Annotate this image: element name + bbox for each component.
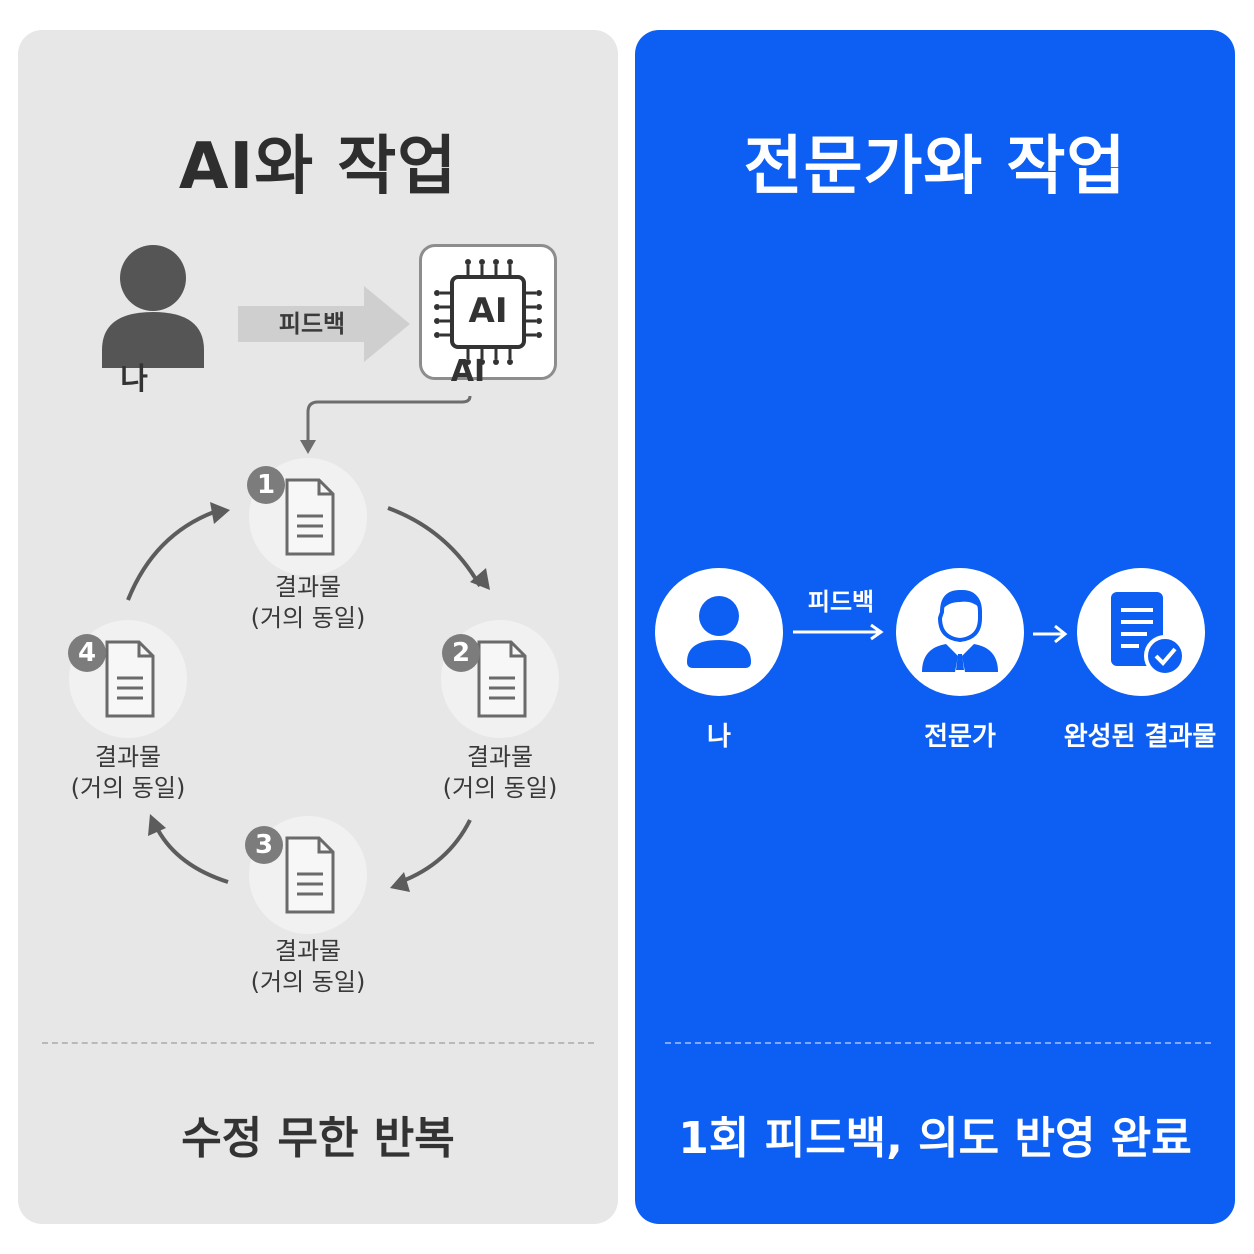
right-divider <box>665 1042 1211 1044</box>
ai-to-doc-arrowhead <box>300 440 316 454</box>
person-icon <box>687 596 751 668</box>
feedback-arrow <box>238 286 410 362</box>
me-label: 나 <box>120 362 148 397</box>
step-badge-3: 3 <box>245 826 283 864</box>
cycle-arrow-4-1 <box>126 510 215 601</box>
result-label-4-title: 결과물 <box>94 743 162 771</box>
chip-icon <box>434 259 542 365</box>
ai-chip-box: AI <box>419 244 557 380</box>
step-badge-4: 4 <box>68 634 106 672</box>
step-badge-1: 1 <box>247 466 285 504</box>
document-icon <box>477 640 527 718</box>
feedback-label-right: 피드백 <box>807 588 875 616</box>
ai-panel-footer: 수정 무한 반복 <box>181 1113 455 1164</box>
left-divider <box>42 1042 594 1044</box>
ai-to-doc-connector <box>306 395 472 442</box>
expert-panel-title: 전문가와 작업 <box>743 130 1127 204</box>
cycle-arrow-3-4 <box>156 829 229 884</box>
final-result-label: 완성된 결과물 <box>1063 722 1217 752</box>
result-label-1-title: 결과물 <box>274 573 342 601</box>
result-label-2-title: 결과물 <box>466 743 534 771</box>
result-label-2-note: (거의 동일) <box>442 774 558 802</box>
result-label-1-note: (거의 동일) <box>250 604 366 632</box>
document-icon <box>105 640 155 718</box>
me-person-icon <box>102 244 204 372</box>
expert-panel-footer: 1회 피드백, 의도 반영 완료 <box>678 1113 1192 1164</box>
me-node <box>655 568 783 696</box>
ai-panel-title: AI와 작업 <box>178 130 458 204</box>
result-label-4: 결과물 (거의 동일) <box>28 742 228 804</box>
step-badge-2: 2 <box>442 634 480 672</box>
document-icon <box>285 478 335 556</box>
expert-icon <box>922 589 998 672</box>
cycle-arrowhead-3-4 <box>148 814 166 836</box>
result-node-1 <box>249 458 367 576</box>
ai-flow-diagram <box>126 395 490 892</box>
cycle-arrow-2-3 <box>399 819 472 884</box>
result-label-2: 결과물 (거의 동일) <box>400 742 600 804</box>
expert-to-result-arrow <box>1033 624 1068 644</box>
expert-work-panel: 전문가와 작업 나 피드백 전문가 <box>635 30 1235 1224</box>
result-label-3-title: 결과물 <box>274 937 342 965</box>
document-check-icon <box>1111 592 1186 677</box>
final-result-node <box>1077 568 1205 696</box>
expert-node-label: 전문가 <box>924 722 996 752</box>
result-label-3: 결과물 (거의 동일) <box>208 936 408 998</box>
ai-label: AI <box>450 354 486 389</box>
result-label-4-note: (거의 동일) <box>70 774 186 802</box>
feedback-arrow-right <box>793 623 884 641</box>
cycle-arrow-1-2 <box>387 506 482 587</box>
feedback-label: 피드백 <box>278 310 346 338</box>
expert-node <box>896 568 1024 696</box>
ai-work-panel: AI와 작업 나 피드백 <box>18 30 618 1224</box>
cycle-arrowhead-4-1 <box>210 502 230 524</box>
ai-box-text: AI <box>468 291 508 331</box>
result-label-3-note: (거의 동일) <box>250 968 366 996</box>
me-node-label: 나 <box>707 722 731 752</box>
document-icon <box>285 836 335 914</box>
result-label-1: 결과물 (거의 동일) <box>208 572 408 634</box>
cycle-arrowhead-2-3 <box>390 872 410 892</box>
cycle-arrowhead-1-2 <box>470 568 490 590</box>
